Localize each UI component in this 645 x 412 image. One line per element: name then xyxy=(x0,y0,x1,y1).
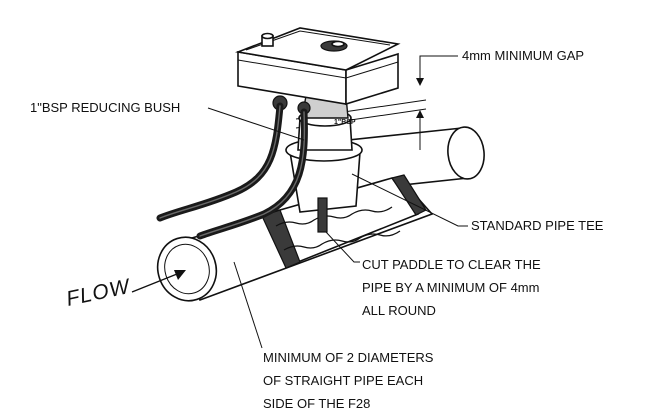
min-gap-label: 4mm MINIMUM GAP xyxy=(462,48,584,63)
diameters-label-line-1: MINIMUM OF 2 DIAMETERS xyxy=(263,350,434,365)
cables xyxy=(156,102,308,240)
paddle-label-line-3: ALL ROUND xyxy=(362,303,436,318)
bush-marking: 1"BSP xyxy=(334,119,356,126)
paddle-label-line-1: CUT PADDLE TO CLEAR THE xyxy=(362,257,541,272)
pipe-open-end xyxy=(156,236,218,302)
gap-dimension xyxy=(416,55,458,150)
leader-lines xyxy=(131,107,468,349)
reducing-bush-label: 1"BSP REDUCING BUSH xyxy=(30,100,180,115)
diameters-label-line-3: SIDE OF THE F28 xyxy=(263,396,370,411)
diameters-label-line-2: OF STRAIGHT PIPE EACH xyxy=(263,373,423,388)
paddle-label-line-2: PIPE BY A MINIMUM OF 4mm xyxy=(362,280,539,295)
flow-switch-body xyxy=(234,27,401,115)
pipe-tee xyxy=(261,138,427,269)
pipe-tee-label: STANDARD PIPE TEE xyxy=(471,218,604,233)
flow-label: FLOW xyxy=(64,275,133,311)
reducing-bush: 1"BSP xyxy=(297,95,356,151)
